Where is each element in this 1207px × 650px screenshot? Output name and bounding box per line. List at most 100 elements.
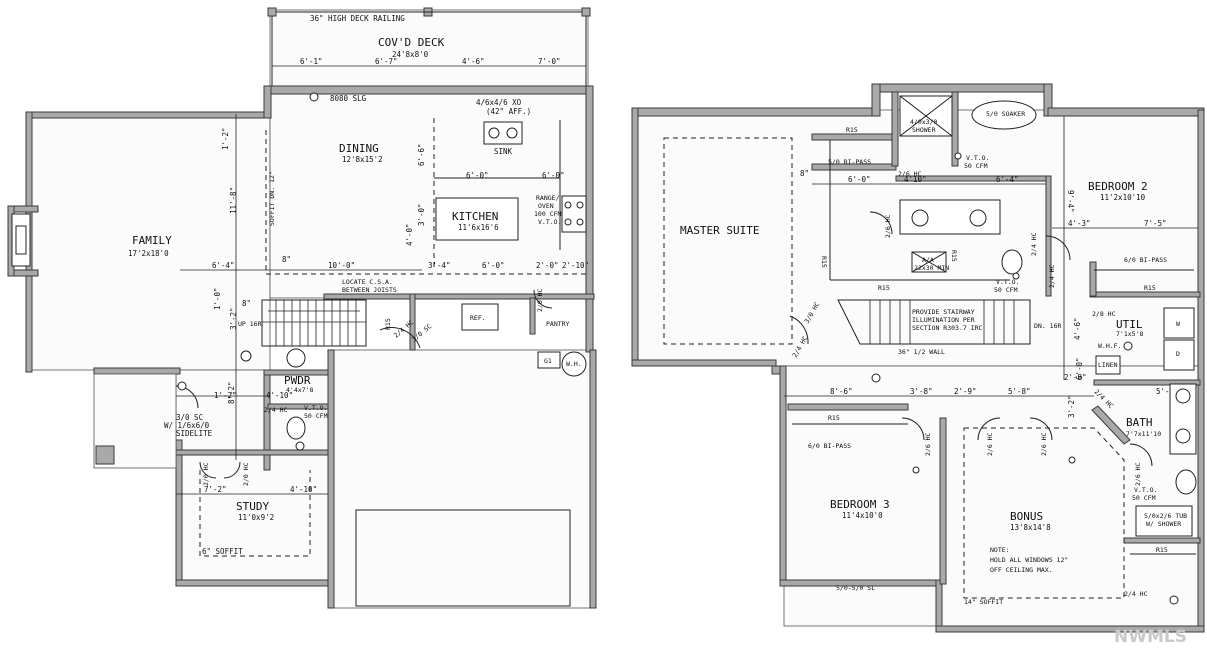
dim-14: 2'-10" (562, 261, 589, 270)
study-door-label-1: 2/0 HC (202, 462, 210, 486)
washer-icon (1163, 307, 1195, 339)
kitchen-island (435, 197, 519, 241)
pwdr-name: PWDR (284, 374, 311, 387)
kitchen-sink-icon (483, 121, 523, 145)
family-size: 17'2x18'0 (128, 249, 169, 258)
g1-label: G1 (544, 357, 552, 365)
wh-label: W.H. (566, 360, 582, 368)
bedroom3-size: 11'4x10'0 (842, 511, 883, 520)
bipass-master: 5/0 BI-PASS (828, 158, 871, 166)
csa-label-2: BETWEEN JOISTS (342, 286, 397, 294)
master-suite-name: MASTER SUITE (680, 224, 759, 237)
r15-toilet-wall: R15 (950, 250, 958, 262)
bipass-bed3: 6/0 BI-PASS (808, 442, 851, 450)
study-size: 11'0x9'2 (238, 513, 274, 522)
dim-8: 8" (282, 255, 291, 264)
bath-size: 7'7x11'10 (1126, 430, 1161, 438)
master-vanity (899, 199, 1001, 235)
porch-post-icon (95, 445, 115, 465)
dim-18: 1'-2" (214, 391, 237, 400)
whf-label: W.H.F. (1098, 342, 1121, 350)
note-3: OFF CEILING MAX. (990, 566, 1053, 574)
upper-dim-6: 4'-3" (1068, 219, 1091, 228)
hc-master-bath: 2/6 HC (884, 214, 892, 238)
hc-util: 2/8 HC (1092, 310, 1116, 318)
master-toilet-icon (1001, 249, 1023, 275)
dim-7: 4'-0" (405, 223, 414, 246)
dim-20: 7'-2" (204, 485, 227, 494)
up-label: UP 16R (238, 320, 262, 328)
vto-master-2: 50 CFM (964, 162, 988, 170)
upper-floor-plan (631, 83, 1205, 633)
csa-label-1: LOCATE C.S.A. (342, 278, 393, 286)
half-wall-label: 36" 1/2 WALL (898, 348, 945, 356)
deck-railing-label: 36" HIGH DECK RAILING (310, 14, 405, 23)
washer-label: W (1176, 320, 1180, 328)
deck-dim-3: 4'-6" (462, 57, 485, 66)
study-door-label-2: 2/0 HC (242, 462, 250, 486)
pwdr-fan-1: V.T.O. (304, 404, 327, 412)
upper-dim-13: 3'-2" (1067, 395, 1076, 418)
vto-toilet-1: V.T.O. (996, 278, 1019, 286)
pantry-label: PANTRY (546, 320, 570, 328)
dim-11: 3'-4" (428, 261, 451, 270)
dim-19: 4'-10" (266, 391, 293, 400)
r15-bath: R15 (1156, 546, 1168, 554)
dim-4: 6'-0" (542, 171, 565, 180)
note-2: HOLD ALL WINDOWS 12" (990, 556, 1068, 564)
covered-deck (267, 7, 591, 87)
entry-door-label-1: 3/0 SC (176, 413, 203, 422)
ref-label: REF. (470, 314, 486, 322)
vto-master-1: V.T.O. (966, 154, 989, 162)
range-label-4: V.T.O. (538, 218, 561, 226)
dim-13: 2'-0" (536, 261, 559, 270)
deck-dim-2: 6'-7" (375, 57, 398, 66)
bath-vanity (1169, 383, 1197, 455)
vto-bath-1: V.T.O. (1134, 486, 1157, 494)
dim-12: 6'-0" (482, 261, 505, 270)
stair-note-2: ILLUMINATION PER (912, 316, 975, 324)
vto-bath-2: 50 CFM (1132, 494, 1156, 502)
upper-dim-1: 8" (800, 169, 809, 178)
main-stairs (261, 299, 367, 347)
bed3-window: 5/0-5/0 SL (836, 584, 875, 592)
dining-name: DINING (339, 142, 379, 155)
tub-label-2: W/ SHOWER (1146, 520, 1181, 528)
range-label-2: OVEN (538, 202, 554, 210)
family-name: FAMILY (132, 234, 172, 247)
study-name: STUDY (236, 500, 269, 513)
pwdr-door-label: 2/4 HC (264, 406, 288, 414)
vto-toilet-2: 50 CFM (994, 286, 1018, 294)
deck-dim-4: 7'-0" (538, 57, 561, 66)
main-floor-walls (7, 85, 597, 609)
nwmls-watermark: NWMLS (1114, 627, 1187, 647)
dim-10: 10'-0" (328, 261, 355, 270)
range-label-1: RANGE/ (536, 194, 560, 202)
hc-master-closet: 2/6 HC (898, 170, 922, 178)
upper-dim-2: 6'-0" (848, 175, 871, 184)
upper-dim-16: 6'-0" (1075, 357, 1084, 380)
window-note-2: (42" AFF.) (486, 107, 531, 116)
dim-21: 4'-10" (290, 485, 317, 494)
bonus-soffit: 14" SOFFIT (964, 598, 1003, 606)
slider-label: 8080 SLG (330, 94, 367, 103)
bedroom3-name: BEDROOM 3 (830, 498, 890, 511)
upper-dim-10: 2'-9" (954, 387, 977, 396)
upper-dim-7: 7'-5" (1144, 219, 1167, 228)
bedroom2-size: 11'2x10'10 (1100, 193, 1146, 202)
dim-6: 3'-0" (417, 203, 426, 226)
study-soffit: 6" SOFFIT (202, 547, 243, 556)
attic-label-2: 22x30 MIN (914, 264, 949, 272)
upper-dim-8: 8'-6" (830, 387, 853, 396)
hc-bed3: 2/6 HC (924, 432, 932, 456)
r15-master-closet: R15 (846, 126, 858, 134)
dim-3: 6'-0" (466, 171, 489, 180)
bedroom2-name: BEDROOM 2 (1088, 180, 1148, 193)
deck-size: 24'8x8'0 (392, 50, 429, 59)
garage-g1-box (537, 351, 561, 369)
refrigerator-icon (461, 303, 499, 331)
attic-label-1: A/A (922, 256, 934, 264)
pwdr-size: 4'4x7'8 (286, 386, 313, 394)
entry-door-label-2: W/ 1/6x6/0 (164, 421, 210, 430)
entry-door-label-3: SIDELITE (176, 429, 213, 438)
